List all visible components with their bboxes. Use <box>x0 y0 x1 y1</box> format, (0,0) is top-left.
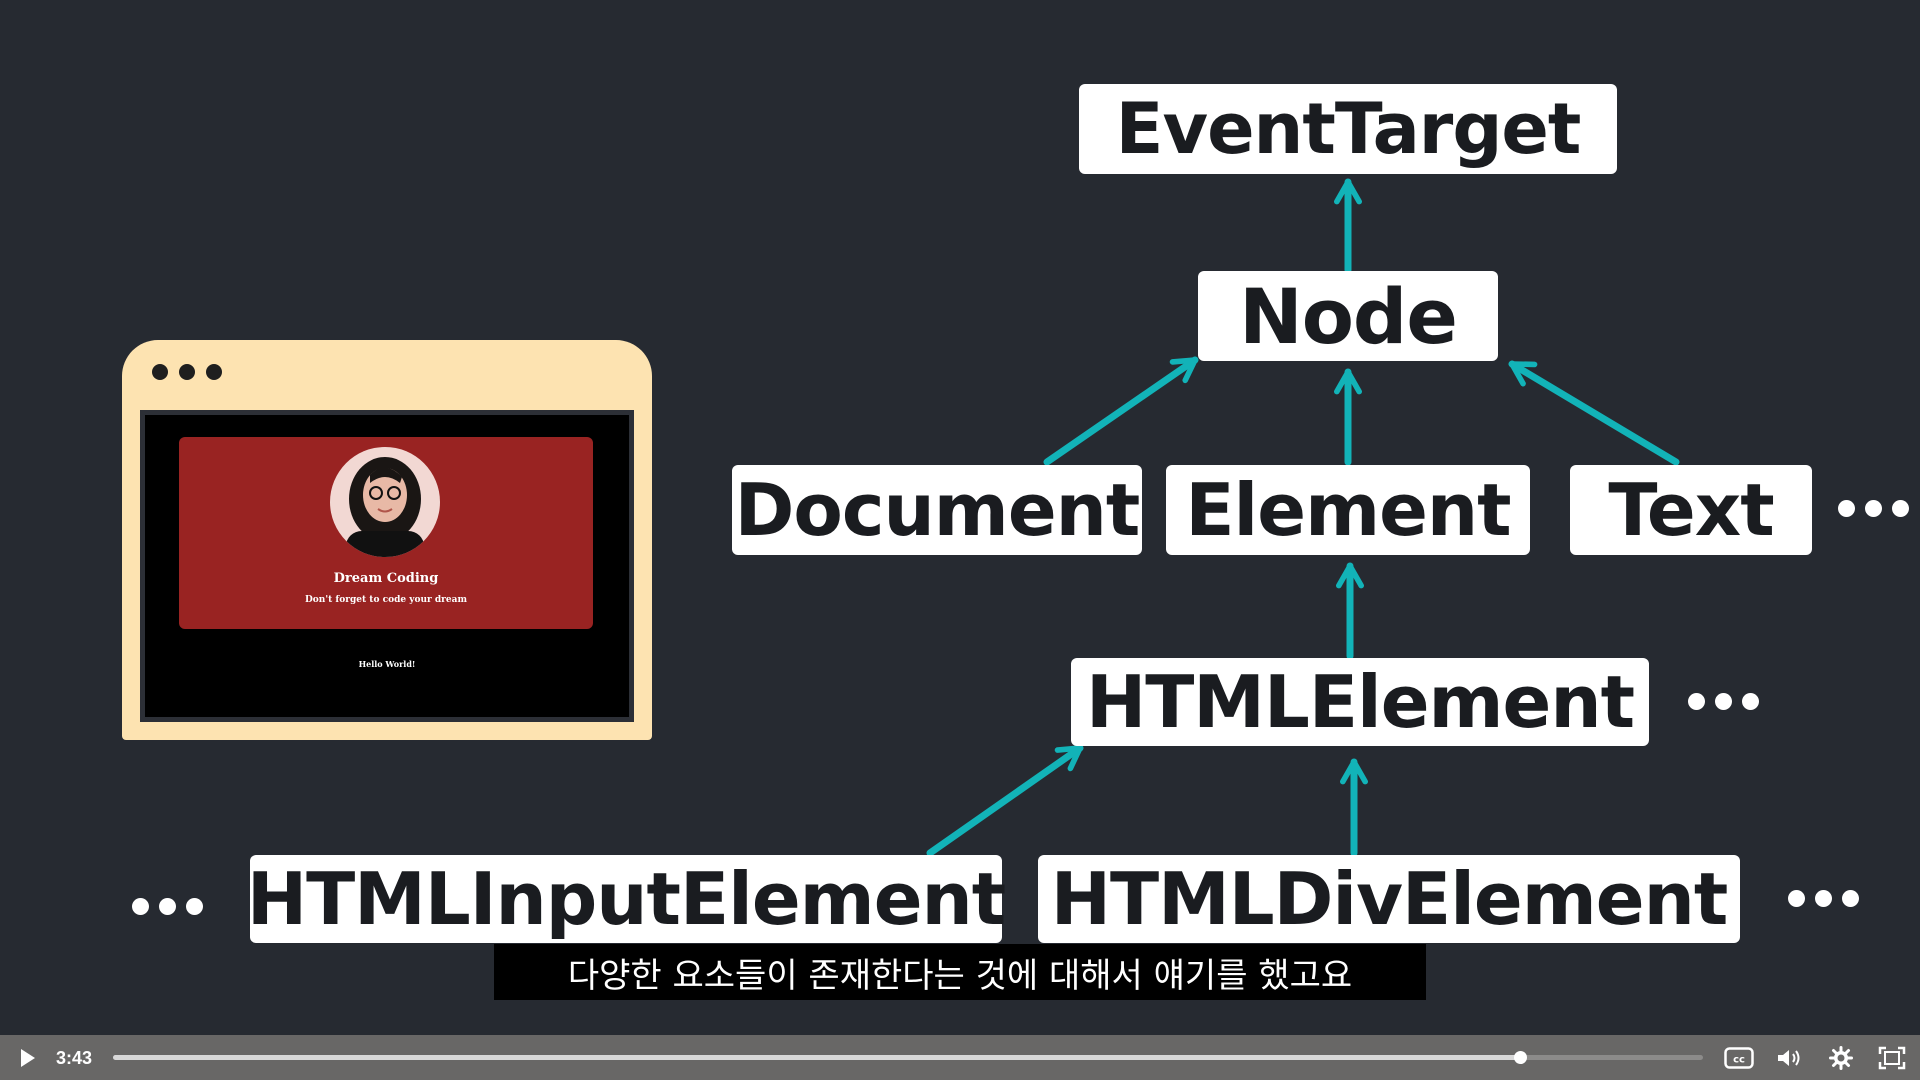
ellipsis-before-htmlinput <box>132 898 203 915</box>
box-node: Node <box>1198 271 1498 361</box>
svg-text:cc: cc <box>1733 1055 1745 1066</box>
box-eventtarget: EventTarget <box>1079 84 1617 174</box>
fullscreen-button[interactable] <box>1875 1043 1909 1073</box>
progress-fill <box>113 1055 1521 1060</box>
volume-button[interactable] <box>1772 1043 1806 1073</box>
box-htmldivelement: HTMLDivElement <box>1038 855 1740 943</box>
box-text: Text <box>1570 465 1812 555</box>
hello-text: Hello World! <box>358 659 416 669</box>
box-htmlinputelement: HTMLInputElement <box>246 855 1006 943</box>
player-controls: 3:43 cc <box>0 1035 1920 1080</box>
browser-illustration: Dream Coding Don't forget to code your d… <box>122 340 652 740</box>
fullscreen-icon <box>1878 1046 1906 1070</box>
ellipsis-after-htmlelement <box>1688 693 1759 710</box>
closed-captions-icon: cc <box>1724 1047 1754 1069</box>
current-time: 3:43 <box>56 1047 93 1068</box>
play-icon <box>21 1049 35 1067</box>
play-button[interactable] <box>14 1043 42 1073</box>
avatar <box>330 447 440 557</box>
settings-button[interactable] <box>1824 1043 1858 1073</box>
volume-icon <box>1778 1050 1800 1066</box>
gear-icon <box>1829 1046 1853 1070</box>
box-htmlelement: HTMLElement <box>1071 658 1649 746</box>
subtitle-caption: 다양한 요소들이 존재한다는 것에 대해서 얘기를 했고요 <box>494 944 1426 1000</box>
card-title: Dream Coding <box>333 571 439 586</box>
progress-bar[interactable] <box>113 1051 1703 1064</box>
captions-button[interactable]: cc <box>1722 1043 1756 1073</box>
video-frame[interactable]: EventTarget Node Document Element Text H… <box>0 0 1920 1035</box>
ellipsis-after-htmldiv <box>1788 890 1859 907</box>
arrow-text-to-node <box>1508 360 1680 466</box>
arrow-htmlinput-to-htmlelement <box>926 744 1084 857</box>
ellipsis-after-text <box>1838 500 1909 517</box>
profile-card: Dream Coding Don't forget to code your d… <box>179 437 593 629</box>
browser-screen: Dream Coding Don't forget to code your d… <box>140 410 634 722</box>
box-element: Element <box>1166 465 1530 555</box>
box-document: Document <box>732 465 1142 555</box>
card-subtitle: Don't forget to code your dream <box>304 595 468 605</box>
arrow-document-to-node <box>1043 356 1199 466</box>
window-dots <box>152 364 222 380</box>
progress-handle[interactable] <box>1514 1051 1528 1064</box>
